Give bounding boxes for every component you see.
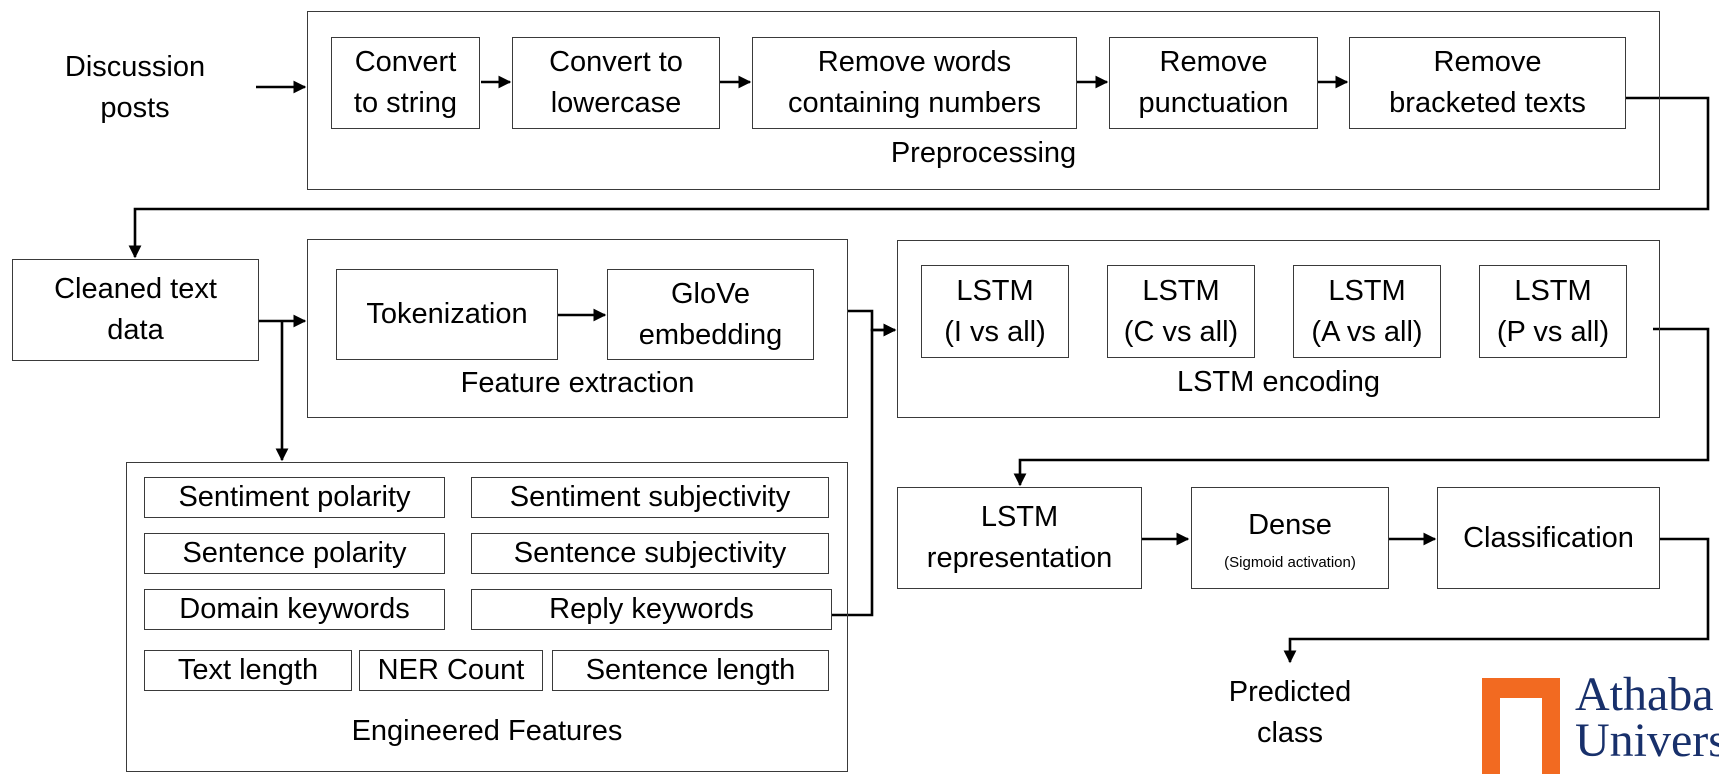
dense-box: Dense (Sigmoid activation) — [1191, 487, 1389, 589]
arrow-engineered-to-lstm-encoding — [832, 323, 897, 617]
feature-sentence-subjectivity: Sentence subjectivity — [471, 533, 829, 574]
lstm-a-vs-all-box: LSTM (A vs all) — [1293, 265, 1441, 358]
feature-label: Reply keywords — [549, 593, 754, 625]
feature-text-length: Text length — [144, 650, 352, 691]
logo-wordmark: Athaba Univers — [1575, 668, 1719, 767]
preprocessing-group — [307, 11, 1660, 190]
feature-label: Sentiment subjectivity — [509, 481, 791, 513]
lstm-c-vs-all-box: LSTM (C vs all) — [1107, 265, 1255, 358]
predicted-class-label: Predicted class — [1228, 676, 1352, 749]
arrow-lstm-encoding-to-representation — [1013, 327, 1710, 487]
lstm-label: LSTM (P vs all) — [1496, 274, 1610, 348]
preprocessing-label: Preprocessing — [890, 136, 1077, 169]
lstm-label: LSTM (A vs all) — [1311, 274, 1423, 348]
classification-label: Classification — [1463, 521, 1634, 554]
feature-reply-keywords: Reply keywords — [471, 589, 832, 630]
lstm-i-vs-all-box: LSTM (I vs all) — [921, 265, 1069, 358]
lstm-encoding-label: LSTM encoding — [1176, 365, 1381, 398]
feature-label: Sentence subjectivity — [513, 537, 787, 569]
step-convert-to-lowercase: Convert to lowercase — [512, 37, 720, 129]
glove-embedding-box: GloVe embedding — [607, 269, 814, 360]
lstm-label: LSTM (C vs all) — [1123, 274, 1239, 348]
feature-domain-keywords: Domain keywords — [144, 589, 445, 630]
engineered-features-label: Engineered Features — [351, 714, 623, 747]
dense-activation-label: (Sigmoid activation) — [1224, 554, 1356, 571]
lstm-label: LSTM (I vs all) — [944, 274, 1046, 348]
lstm-representation-box: LSTM representation — [897, 487, 1142, 589]
arrow-classification-to-output — [1283, 537, 1710, 664]
step-label: Convert to lowercase — [549, 46, 683, 119]
feature-label: Sentence polarity — [182, 537, 407, 569]
cleaned-text-label: Cleaned text data — [54, 273, 217, 346]
feature-sentence-length: Sentence length — [552, 650, 829, 691]
feature-label: Domain keywords — [179, 593, 410, 625]
step-label: Remove punctuation — [1138, 46, 1289, 119]
shield-logo-icon — [1482, 678, 1560, 774]
arrow-glove-to-lstm-encoding — [848, 309, 897, 337]
feature-label: Text length — [177, 654, 319, 686]
step-remove-bracketed-texts: Remove bracketed texts — [1349, 37, 1626, 129]
step-label: Remove bracketed texts — [1389, 46, 1586, 119]
dense-label: Dense — [1248, 508, 1332, 541]
lstm-representation-label: LSTM representation — [926, 501, 1113, 574]
arrow-preprocessing-to-cleaned — [128, 96, 1710, 259]
glove-embedding-label: GloVe embedding — [638, 277, 783, 351]
lstm-p-vs-all-box: LSTM (P vs all) — [1479, 265, 1627, 358]
step-remove-words-containing-numbers: Remove words containing numbers — [752, 37, 1077, 129]
classification-box: Classification — [1437, 487, 1660, 589]
feature-sentiment-polarity: Sentiment polarity — [144, 477, 445, 518]
feature-sentiment-subjectivity: Sentiment subjectivity — [471, 477, 829, 518]
step-label: Remove words containing numbers — [787, 46, 1042, 119]
feature-extraction-label: Feature extraction — [460, 366, 695, 399]
feature-extraction-group — [307, 239, 848, 418]
step-remove-punctuation: Remove punctuation — [1109, 37, 1318, 129]
feature-sentence-polarity: Sentence polarity — [144, 533, 445, 574]
tokenization-box: Tokenization — [336, 269, 558, 360]
step-convert-to-string: Convert to string — [331, 37, 480, 129]
step-label: Convert to string — [353, 46, 458, 119]
feature-label: NER Count — [377, 654, 525, 686]
input-label: Discussion posts — [64, 51, 206, 124]
lstm-encoding-group — [897, 240, 1660, 418]
tokenization-label: Tokenization — [366, 298, 528, 330]
feature-ner-count: NER Count — [359, 650, 543, 691]
feature-label: Sentence length — [585, 654, 796, 686]
cleaned-text-data-box: Cleaned text data — [12, 259, 259, 361]
feature-label: Sentiment polarity — [178, 481, 411, 513]
